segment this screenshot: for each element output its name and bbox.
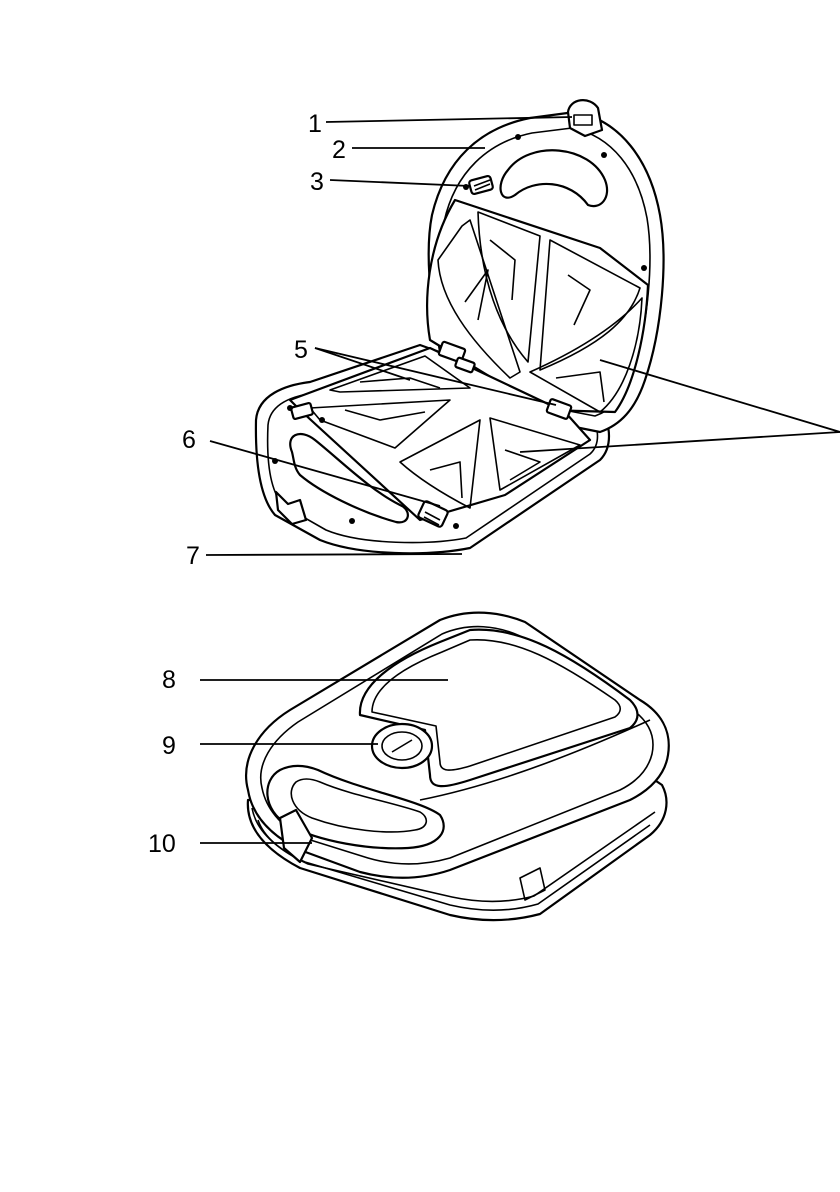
screw-dot (641, 265, 647, 271)
callout-5: 5 (294, 336, 308, 364)
callout-8: 8 (162, 666, 176, 694)
leader-line-7 (206, 554, 462, 555)
callout-2: 2 (332, 136, 346, 164)
lid-latch-tab (568, 100, 602, 136)
closed-appliance-illustration (246, 613, 669, 921)
callout-10: 10 (148, 830, 176, 858)
screw-dot (319, 417, 325, 423)
callout-6: 6 (182, 426, 196, 454)
screw-dot (601, 152, 607, 158)
callout-1: 1 (308, 110, 322, 138)
screw-dot (287, 405, 293, 411)
callout-3: 3 (310, 168, 324, 196)
screw-dot (349, 518, 355, 524)
callout-7: 7 (186, 542, 200, 570)
screw-dot (515, 134, 521, 140)
callout-9: 9 (162, 732, 176, 760)
screw-dot (453, 523, 459, 529)
